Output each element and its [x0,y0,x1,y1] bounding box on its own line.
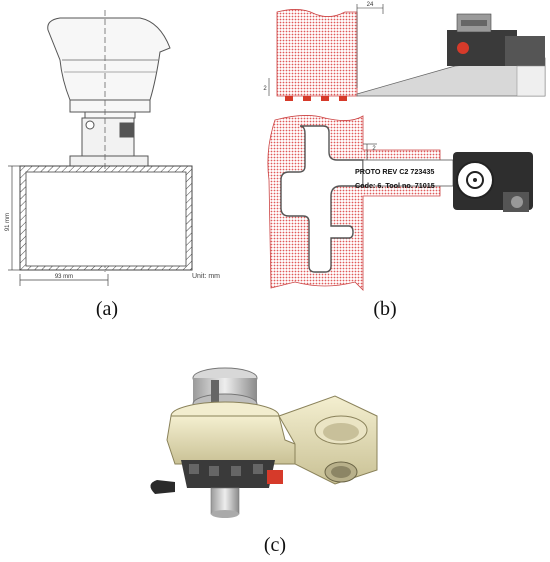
top-dimension-label: 24 [367,2,374,8]
panel-a-drawing: 91 mm 93 mm Unit: mm [5,10,220,286]
contact-pads-top [285,96,347,101]
width-dimension-label: 93 mm [55,274,73,280]
mid-dimension-label: 2 [372,146,376,152]
dimension-lines-mid [363,143,377,160]
caption-a: (a) [95,298,119,320]
unit-note: Unit: mm [192,273,220,280]
dark-ring [150,460,283,494]
tool-arm-bottom [362,152,533,212]
workpiece-top [276,9,358,97]
tool-body-top [447,13,546,97]
tool-label-line-2: Code: 6. Tool no. 71015 [355,181,435,190]
tool-label-line-1: PROTO REV C2 723435 [355,167,434,176]
side-dimension-label: 2 [263,86,267,92]
cross-slot [280,125,364,273]
panel-c-render [150,367,378,518]
tool-head-outline [47,17,171,119]
beige-housing [166,395,378,485]
holder-block [69,117,149,167]
caption-c: (c) [263,534,287,556]
section-box [19,165,193,271]
caption-b: (b) [373,298,397,320]
dimension-lines-top [268,4,384,96]
bottom-spindle [210,487,240,518]
height-dimension-label: 91 mm [5,213,11,231]
panel-b-drawing: 24 2 PROTO REV C2 723435 Code: 6. Tool n… [263,2,546,291]
dimension-lines [8,165,109,286]
